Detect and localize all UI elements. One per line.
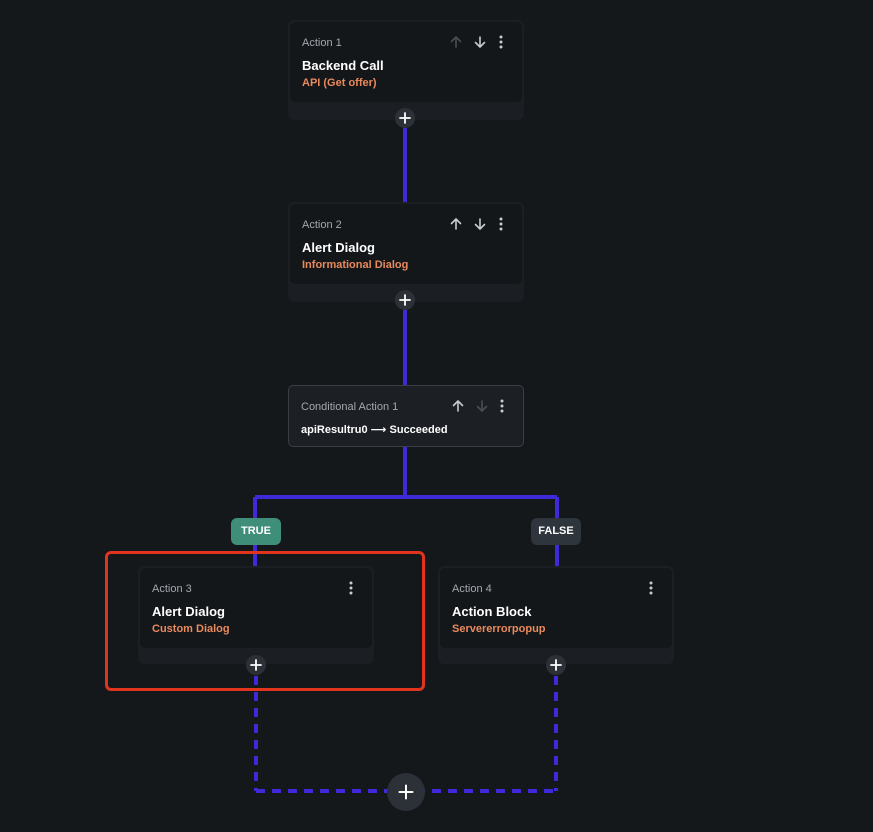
more-vertical-icon[interactable] (343, 580, 359, 596)
conditional-action-card[interactable]: Conditional Action 1 apiResultru0 ⟶ Succ… (288, 385, 524, 447)
action-label: Action 3 (152, 583, 192, 595)
action-title: Backend Call (302, 58, 384, 73)
action-subtitle: API (Get offer) (302, 77, 377, 89)
more-vertical-icon[interactable] (643, 580, 659, 596)
action-card-1[interactable]: Action 1 Backend Call API (Get offer) (288, 20, 524, 120)
action-card-3[interactable]: Action 3 Alert Dialog Custom Dialog (138, 566, 374, 664)
more-vertical-icon[interactable] (493, 34, 509, 50)
add-action-button[interactable] (546, 655, 566, 675)
conditional-expression: apiResultru0 ⟶ Succeeded (301, 424, 448, 436)
add-action-button[interactable] (246, 655, 266, 675)
true-branch-badge[interactable]: TRUE (231, 518, 281, 545)
add-merged-action-button[interactable] (387, 773, 425, 811)
arrow-up-icon[interactable] (448, 34, 464, 50)
arrow-down-icon[interactable] (472, 34, 488, 50)
action-card-2[interactable]: Action 2 Alert Dialog Informational Dial… (288, 202, 524, 302)
arrow-down-icon[interactable] (472, 216, 488, 232)
action-title: Alert Dialog (152, 604, 225, 619)
action-subtitle: Servererrorpopup (452, 623, 546, 635)
action-label: Action 4 (452, 583, 492, 595)
arrow-down-icon[interactable] (474, 398, 490, 414)
action-label: Action 2 (302, 219, 342, 231)
add-action-button[interactable] (395, 290, 415, 310)
action-title: Action Block (452, 604, 532, 619)
selection-highlight (105, 551, 425, 691)
conditional-label: Conditional Action 1 (301, 401, 399, 413)
false-branch-badge[interactable]: FALSE (531, 518, 581, 545)
action-subtitle: Informational Dialog (302, 259, 409, 271)
arrow-up-icon[interactable] (448, 216, 464, 232)
action-label: Action 1 (302, 37, 342, 49)
more-vertical-icon[interactable] (493, 216, 509, 232)
arrow-up-icon[interactable] (450, 398, 466, 414)
add-action-button[interactable] (395, 108, 415, 128)
action-card-4[interactable]: Action 4 Action Block Servererrorpopup (438, 566, 674, 664)
action-title: Alert Dialog (302, 240, 375, 255)
more-vertical-icon[interactable] (494, 398, 510, 414)
action-subtitle: Custom Dialog (152, 623, 230, 635)
